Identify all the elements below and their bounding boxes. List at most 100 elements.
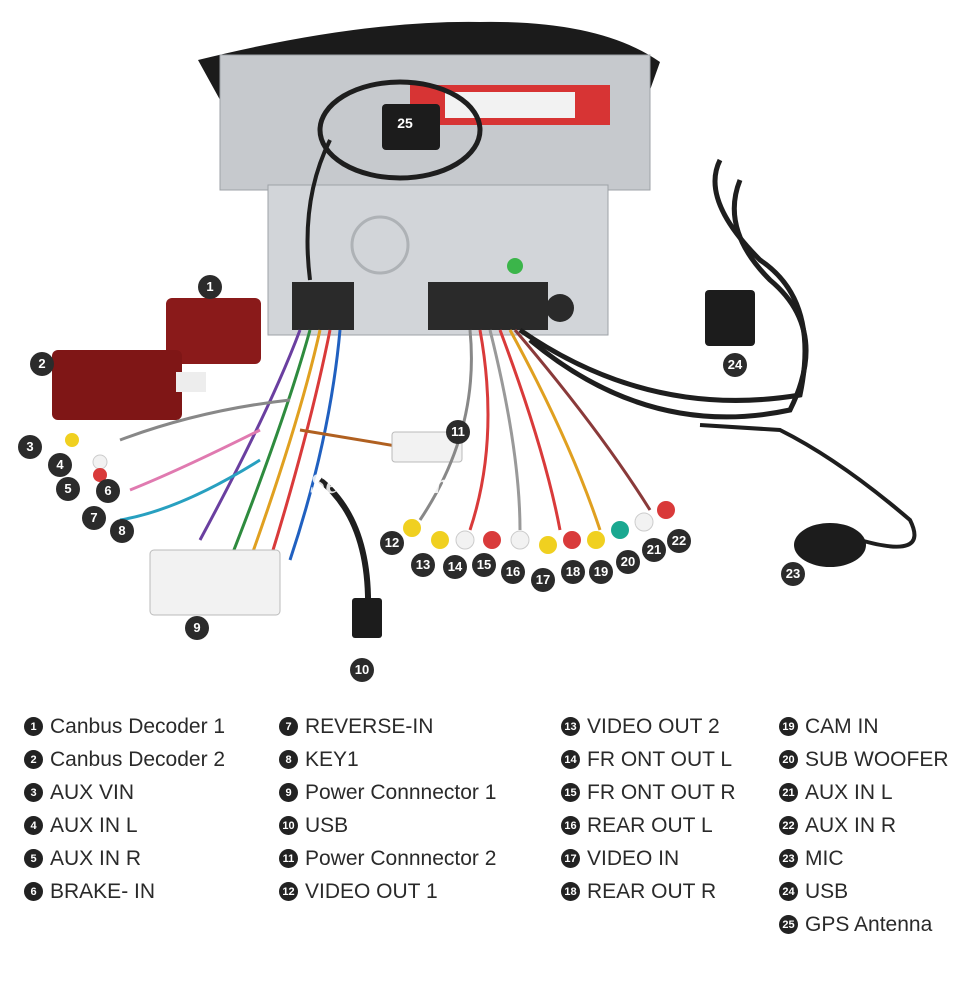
legend-number: 1 <box>24 717 43 736</box>
legend-number: 11 <box>279 849 298 868</box>
svg-text:2: 2 <box>38 356 45 371</box>
svg-text:13: 13 <box>416 557 430 572</box>
legend-number: 10 <box>279 816 298 835</box>
usb-plug-10 <box>352 598 382 638</box>
legend-label: CAM IN <box>805 715 879 738</box>
svg-text:19: 19 <box>594 564 608 579</box>
legend-item: 4 AUX IN L <box>24 809 225 842</box>
legend-label: USB <box>805 880 849 903</box>
badge-25: 25 <box>397 115 413 131</box>
usb-plug-24 <box>705 290 755 346</box>
svg-text:6: 6 <box>104 483 111 498</box>
legend-number: 9 <box>279 783 298 802</box>
legend-label: GPS Antenna <box>805 913 933 936</box>
badge-8: 8 <box>110 519 134 543</box>
legend-number: 4 <box>24 816 43 835</box>
legend-number: 5 <box>24 849 43 868</box>
legend-item: 5 AUX IN R <box>24 842 225 875</box>
legend-item: 2 Canbus Decoder 2 <box>24 743 225 776</box>
svg-text:14: 14 <box>448 559 463 574</box>
canbus-decoder-1 <box>166 298 261 364</box>
legend-label: AUX IN L <box>50 814 138 837</box>
svg-text:17: 17 <box>536 572 550 587</box>
legend-item: 9 Power Connnector 1 <box>279 776 496 809</box>
badge-3: 3 <box>18 435 42 459</box>
svg-text:5: 5 <box>64 481 71 496</box>
legend-label: VIDEO OUT 2 <box>587 715 720 738</box>
svg-text:25: 25 <box>397 115 413 131</box>
legend-item: 17 VIDEO IN <box>561 842 736 875</box>
legend-number: 17 <box>561 849 580 868</box>
legend-number: 14 <box>561 750 580 769</box>
legend-label: REAR OUT L <box>587 814 713 837</box>
badge-10: 10 <box>350 658 374 682</box>
svg-text:8: 8 <box>118 523 125 538</box>
legend-number: 16 <box>561 816 580 835</box>
legend-label: FR ONT OUT L <box>587 748 733 771</box>
badge-12: 12 <box>380 531 404 555</box>
svg-text:22: 22 <box>672 533 686 548</box>
legend-label: MIC <box>805 847 844 870</box>
legend-number: 18 <box>561 882 580 901</box>
main-wire-harness <box>119 329 421 611</box>
legend-label: VIDEO OUT 1 <box>305 880 438 903</box>
legend-item: 20 SUB WOOFER <box>779 743 949 776</box>
legend-number: 20 <box>779 750 798 769</box>
legend-label: AUX IN L <box>805 781 893 804</box>
legend-label: KEY1 <box>305 748 359 771</box>
legend-number: 21 <box>779 783 798 802</box>
canbus-decoder-2 <box>52 350 206 420</box>
legend-item: 11 Power Connnector 2 <box>279 842 496 875</box>
watermark: Seicane.com <box>310 469 455 500</box>
gps-antenna <box>305 79 483 281</box>
mic-cable <box>699 423 917 549</box>
legend-number: 8 <box>279 750 298 769</box>
svg-text:1: 1 <box>206 279 213 294</box>
badge-9: 9 <box>185 616 209 640</box>
legend-item: 8 KEY1 <box>279 743 496 776</box>
legend-label: BRAKE- IN <box>50 880 156 903</box>
legend-item: 1 Canbus Decoder 1 <box>24 710 225 743</box>
legend-label: Canbus Decoder 2 <box>50 748 226 771</box>
legend-number: 3 <box>24 783 43 802</box>
badge-23: 23 <box>781 562 805 586</box>
rca-plugs <box>65 433 675 554</box>
badge-13: 13 <box>411 553 435 577</box>
svg-text:18: 18 <box>566 564 580 579</box>
badge-14: 14 <box>443 555 467 579</box>
badge-1: 1 <box>198 275 222 299</box>
legend-number: 2 <box>24 750 43 769</box>
legend-label: AUX IN R <box>50 847 142 870</box>
legend-label: VIDEO IN <box>587 847 680 870</box>
svg-text:3: 3 <box>26 439 33 454</box>
badge-16: 16 <box>501 560 525 584</box>
badge-15: 15 <box>472 553 496 577</box>
legend-item: 14 FR ONT OUT L <box>561 743 736 776</box>
svg-text:12: 12 <box>385 535 399 550</box>
legend-label: AUX IN R <box>805 814 897 837</box>
legend-label: Canbus Decoder 1 <box>50 715 226 738</box>
badge-6: 6 <box>96 479 120 503</box>
usb-cable-24 <box>518 158 809 420</box>
legend-label: Power Connnector 2 <box>305 847 497 870</box>
svg-text:11: 11 <box>451 424 465 439</box>
legend-number: 7 <box>279 717 298 736</box>
svg-text:10: 10 <box>355 662 369 677</box>
legend-label: REVERSE-IN <box>305 715 434 738</box>
legend-label: SUB WOOFER <box>805 748 949 771</box>
svg-text:24: 24 <box>728 357 743 372</box>
head-unit-chassis <box>219 54 651 336</box>
legend-label: Power Connnector 1 <box>305 781 497 804</box>
